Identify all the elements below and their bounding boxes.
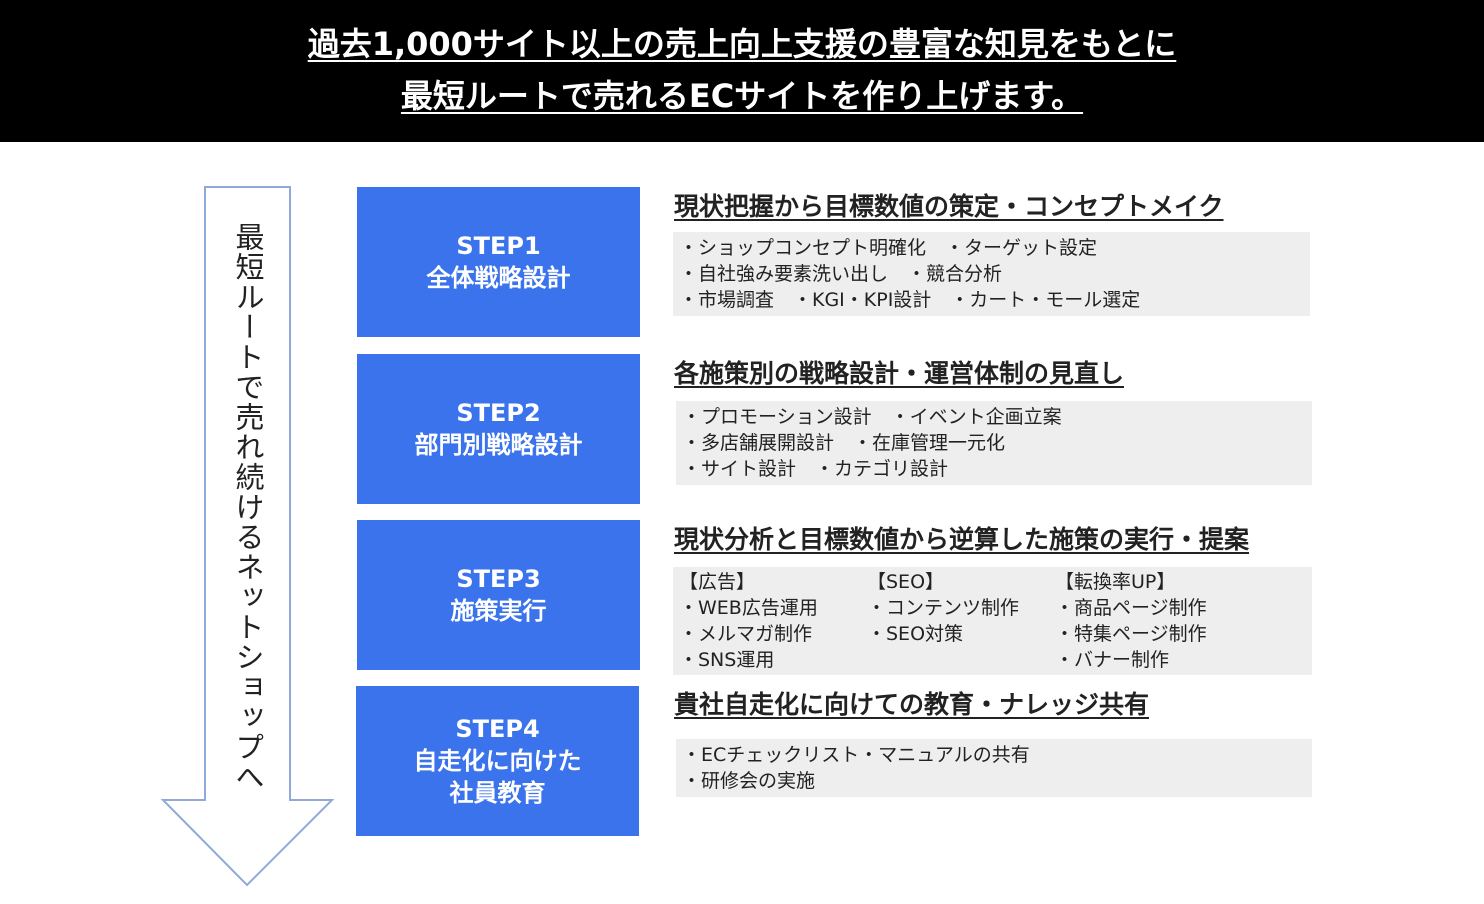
header-line-1: 過去1,000サイト以上の売上向上支援の豊富な知見をもとに — [307, 25, 1177, 63]
detail-item: ・自社強み要素洗い出し ・競合分析 — [679, 263, 1003, 285]
step-title: 社員教育 — [449, 779, 546, 807]
detail-item: ・研修会の実施 — [682, 770, 816, 792]
step-number: STEP2 — [456, 399, 541, 427]
detail-item: ・特集ページ制作 — [1055, 623, 1207, 645]
conversion-column: 【転換率UP】 ・商品ページ制作 ・特集ページ制作 ・バナー制作 — [1055, 569, 1207, 673]
column-label: 【転換率UP】 — [1055, 571, 1176, 593]
detail-item: ・メルマガ制作 — [679, 623, 813, 645]
detail-item: ・市場調査 ・KGI・KPI設計 ・カート・モール選定 — [679, 289, 1141, 311]
detail-item: ・SEO対策 — [867, 623, 964, 645]
step-number: STEP1 — [456, 232, 541, 260]
detail-item: ・WEB広告運用 — [679, 597, 818, 619]
header-line-2: 最短ルートで売れるECサイトを作り上げます。 — [400, 77, 1084, 115]
step-4-box: STEP4 自走化に向けた 社員教育 — [356, 686, 639, 836]
detail-item: ・サイト設計 ・カテゴリ設計 — [682, 458, 949, 480]
step-1-box: STEP1 全体戦略設計 — [357, 187, 640, 337]
column-label: 【広告】 — [679, 571, 756, 593]
step-1-details: ・ショップコンセプト明確化 ・ターゲット設定 ・自社強み要素洗い出し ・競合分析… — [673, 232, 1310, 316]
step-4-heading: 貴社自走化に向けての教育・ナレッジ共有 — [674, 690, 1150, 719]
detail-item: ・SNS運用 — [679, 649, 775, 671]
step-number: STEP4 — [455, 715, 540, 743]
step-3-heading: 現状分析と目標数値から逆算した施策の実行・提案 — [674, 525, 1250, 554]
step-1-heading: 現状把握から目標数値の策定・コンセプトメイク — [674, 192, 1224, 221]
step-title: 全体戦略設計 — [426, 264, 571, 292]
column-label: 【SEO】 — [867, 571, 945, 593]
step-2-details: ・プロモーション設計 ・イベント企画立案 ・多店舗展開設計 ・在庫管理一元化 ・… — [676, 401, 1312, 485]
step-number: STEP3 — [456, 565, 541, 593]
detail-item: ・プロモーション設計 ・イベント企画立案 — [682, 406, 1062, 428]
step-title: 部門別戦略設計 — [414, 431, 583, 459]
detail-item: ・ショップコンセプト明確化 ・ターゲット設定 — [679, 237, 1098, 259]
down-arrow-icon — [160, 186, 335, 887]
step-3-details: 【広告】 ・WEB広告運用 ・メルマガ制作 ・SNS運用 【SEO】 ・コンテン… — [673, 567, 1312, 675]
step-2-heading: 各施策別の戦略設計・運営体制の見直し — [674, 359, 1125, 388]
seo-column: 【SEO】 ・コンテンツ制作 ・SEO対策 — [867, 569, 1019, 647]
step-title: 自走化に向けた — [413, 747, 582, 775]
detail-item: ・商品ページ制作 — [1055, 597, 1207, 619]
ads-column: 【広告】 ・WEB広告運用 ・メルマガ制作 ・SNS運用 — [679, 569, 818, 673]
header-banner: 過去1,000サイト以上の売上向上支援の豊富な知見をもとに最短ルートで売れるEC… — [0, 0, 1484, 142]
detail-item: ・コンテンツ制作 — [867, 597, 1020, 619]
step-4-details: ・ECチェックリスト・マニュアルの共有 ・研修会の実施 — [676, 739, 1312, 797]
detail-item: ・多店舗展開設計 ・在庫管理一元化 — [682, 432, 1006, 454]
arrow-label: 最短ルートで売れ続けるネットショップへ — [231, 222, 265, 792]
detail-item: ・バナー制作 — [1055, 649, 1170, 671]
detail-item: ・ECチェックリスト・マニュアルの共有 — [682, 744, 1030, 766]
step-3-box: STEP3 施策実行 — [357, 520, 640, 670]
step-2-box: STEP2 部門別戦略設計 — [357, 354, 640, 504]
step-title: 施策実行 — [450, 597, 547, 625]
